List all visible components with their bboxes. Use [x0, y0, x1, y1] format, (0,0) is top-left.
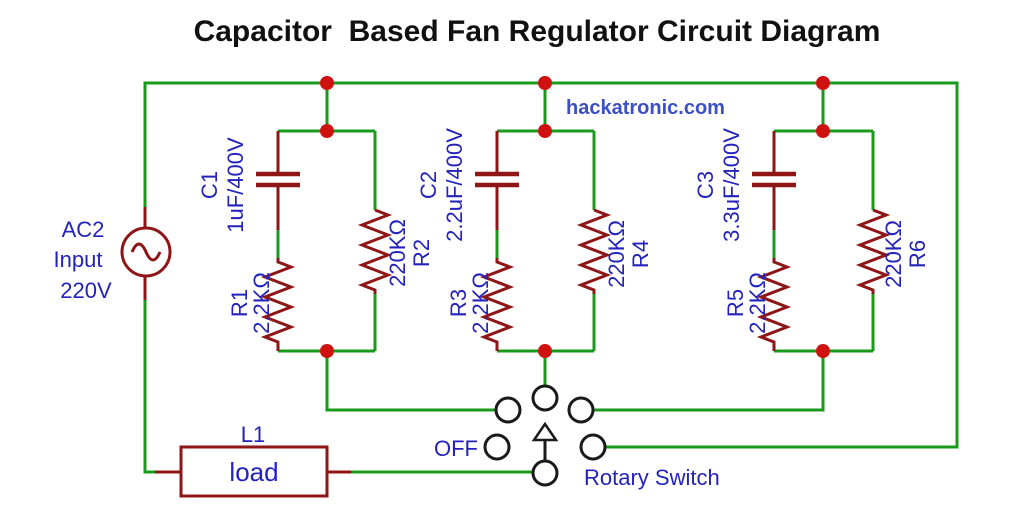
switch-contact-top	[531, 384, 559, 412]
junction-dot	[320, 124, 334, 138]
watermark: hackatronic.com	[566, 97, 725, 119]
capacitor-branch-2: C2 2.2uF/400V R3 2.2KΩ 220KΩ R4	[416, 128, 653, 351]
resistor-r1-symbol	[260, 258, 296, 351]
r6-ref-label: R6	[905, 240, 930, 268]
c1-value-label: 1uF/400V	[223, 137, 248, 233]
load: L1 load	[155, 422, 351, 498]
resistor-r3-symbol	[479, 258, 515, 351]
ac-source: AC2 Input 220V	[54, 207, 172, 303]
load-ref-label: L1	[241, 422, 265, 447]
r6-value-label: 220KΩ	[881, 220, 906, 288]
load-label: load	[229, 457, 278, 487]
capacitor-branch-3: C3 3.3uF/400V R5 2.2KΩ 220KΩ R6	[693, 128, 930, 351]
resistor-r2-symbol	[357, 208, 393, 294]
r2-ref-label: R2	[409, 239, 434, 267]
switch-contact-left	[494, 396, 522, 424]
resistor-r4-symbol	[576, 208, 612, 294]
ac-source-symbol	[120, 226, 172, 278]
r5-value-label: 2.2KΩ	[745, 272, 770, 334]
page-title: Capacitor Based Fan Regulator Circuit Di…	[194, 15, 881, 48]
junction-dot	[816, 124, 830, 138]
switch-arrow-icon	[531, 421, 559, 442]
r2-value-label: 220KΩ	[385, 219, 410, 287]
capacitor-c2-symbol	[475, 171, 519, 188]
ac-to-load-wire	[143, 300, 156, 474]
r3-value-label: 2.2KΩ	[468, 272, 493, 334]
junction-dot	[538, 344, 552, 358]
branch1-to-switch-wire	[325, 351, 496, 412]
switch-contact-right	[567, 396, 595, 424]
main-rail-wire	[143, 81, 959, 449]
r3-ref-label: R3	[446, 289, 471, 317]
r4-ref-label: R4	[628, 240, 653, 268]
resistor-r5-symbol	[756, 258, 792, 351]
switch-contact-line	[579, 433, 607, 461]
junction-dot	[538, 76, 552, 90]
r1-ref-label: R1	[227, 289, 252, 317]
sine-wave-icon	[130, 242, 162, 262]
junction-dot	[538, 124, 552, 138]
c1-ref-label: C1	[197, 171, 222, 199]
branch3-to-switch-wire	[594, 351, 825, 412]
r4-value-label: 220KΩ	[604, 220, 629, 288]
capacitor-c3-symbol	[752, 171, 796, 188]
capacitor-branch-1: C1 1uF/400V R1 2.2KΩ 220KΩ R2	[197, 131, 434, 351]
c2-value-label: 2.2uF/400V	[442, 128, 467, 242]
ac-ref-label: AC2	[62, 217, 105, 242]
resistor-r6-symbol	[855, 208, 891, 294]
junction-dot	[816, 344, 830, 358]
c3-value-label: 3.3uF/400V	[719, 128, 744, 242]
r5-ref-label: R5	[723, 289, 748, 317]
c3-ref-label: C3	[693, 171, 718, 199]
junction-dot	[320, 76, 334, 90]
load-box	[179, 445, 329, 498]
r1-value-label: 2.2KΩ	[249, 272, 274, 334]
ac-voltage-label: 220V	[60, 278, 112, 303]
off-label: OFF	[434, 436, 478, 461]
junction-dot	[816, 76, 830, 90]
switch-contact-off	[483, 433, 511, 461]
ac-input-label: Input	[54, 247, 103, 272]
switch-contact-common	[531, 459, 559, 487]
c2-ref-label: C2	[416, 171, 441, 199]
rotary-switch: OFF Rotary Switch	[434, 384, 720, 490]
rotary-switch-label: Rotary Switch	[584, 465, 720, 490]
junction-dots	[320, 76, 830, 358]
capacitor-c1-symbol	[256, 171, 300, 188]
wires	[143, 81, 959, 474]
junction-dot	[320, 344, 334, 358]
